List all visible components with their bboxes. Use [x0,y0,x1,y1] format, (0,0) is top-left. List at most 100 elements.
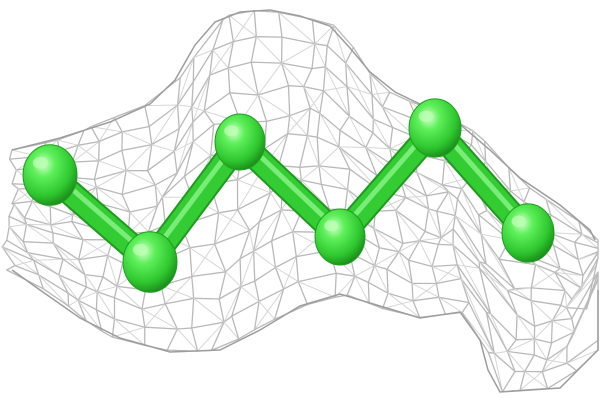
mesh-line [365,132,374,149]
mesh-line [489,313,517,341]
mesh-line [346,86,373,95]
mesh-line [354,275,370,304]
mesh-line [98,149,123,162]
mesh-line [93,160,100,181]
mesh-line [573,241,579,261]
mesh-line [530,300,536,327]
mesh-outline [11,9,596,241]
mesh-line [223,321,240,340]
mesh-line [306,107,311,137]
electron-density-mesh [1,9,599,393]
mesh-line [456,264,462,280]
mesh-line [1,246,35,262]
mesh-line [176,121,194,174]
mesh-line [546,342,553,361]
mesh-line [239,258,242,288]
mesh-line [516,314,536,327]
mesh-line [322,86,348,92]
mesh-line [389,91,411,102]
mesh-line [95,186,131,213]
mesh-line [67,292,79,301]
mesh-outline [11,269,599,393]
mesh-line [386,268,413,285]
mesh-line [231,300,260,317]
mesh-line [550,320,553,344]
mesh-line [438,296,447,315]
mesh-line [437,243,454,246]
mesh-line [77,299,103,332]
mesh-line [254,280,260,303]
mesh-line [263,133,289,150]
mesh-line [121,169,127,196]
mesh-line [58,274,88,288]
mesh-line [26,252,64,260]
mesh-line [8,215,28,226]
mesh-line [203,74,211,112]
mesh-line [435,264,458,284]
mesh-line [506,350,526,372]
mesh-line [95,170,127,188]
mesh-line [193,49,214,58]
mesh-line [524,371,549,389]
mesh-line [257,94,268,123]
mesh-line [191,321,225,329]
mesh-line [523,187,531,203]
mesh-line [253,318,276,331]
atom-sphere [314,208,366,266]
mesh-line [147,170,156,186]
mesh-line [113,104,146,119]
mesh-line [287,107,311,135]
mesh-line [164,297,195,305]
mesh-line [77,258,86,276]
mesh-line [176,140,194,174]
mesh-line [173,121,194,152]
mesh-line [297,272,337,283]
mesh-line [289,115,308,137]
mesh-line [96,291,116,299]
mesh-line [278,133,289,167]
mesh-line [58,274,79,301]
mesh-line [506,350,535,356]
mesh-line [270,231,294,242]
mesh-line [515,338,535,341]
mesh-line [193,297,225,323]
mesh-line [281,43,316,64]
mesh-line [98,160,127,172]
mesh-line [189,247,227,273]
mesh-line [441,184,450,193]
mesh-line [8,226,29,254]
mesh-line [52,242,64,260]
mesh-line [436,210,442,239]
mesh-line [484,140,487,162]
mesh-line [519,370,526,391]
mesh-line [177,104,193,108]
mesh-line [96,285,118,293]
mesh-line [493,350,508,354]
mesh-line [107,254,118,287]
mesh-line [151,128,180,146]
mesh-line [192,123,215,143]
mesh-line [546,345,568,361]
mesh-line [26,223,54,244]
mesh-line [50,224,54,234]
mesh-line [402,240,421,245]
mesh-line [418,237,442,242]
mesh-line [218,286,242,300]
mesh-line [125,144,153,172]
mesh-line [551,307,567,322]
mesh-line [319,112,340,148]
mesh-line [25,223,54,234]
mesh-line [282,280,299,290]
mesh-line [369,72,383,108]
atom-specular [32,156,49,169]
mesh-line [95,291,98,311]
mesh-line [252,240,273,252]
mesh-line [338,129,341,148]
mesh-line [265,115,291,123]
mesh-line [456,264,492,315]
mesh-line [416,171,428,197]
mesh-line [22,223,28,243]
mesh-line [515,314,518,341]
mesh-line [541,345,568,373]
mesh-line [381,292,389,310]
